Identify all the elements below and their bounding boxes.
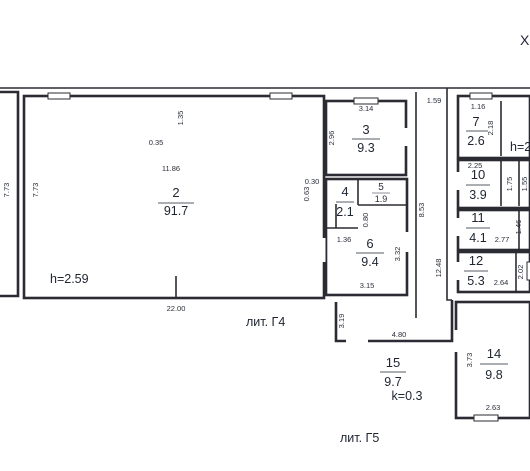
dim-2-02: 2.02 <box>516 265 525 280</box>
dim-3-32: 3.32 <box>393 247 402 262</box>
dim-22-00: 22.00 <box>167 304 186 313</box>
window-room2-top-left <box>47 92 71 100</box>
window-room14-bottom <box>473 414 499 422</box>
dim-3-19: 3.19 <box>337 314 346 329</box>
dim-1-59: 1.59 <box>427 96 442 105</box>
window-room12-right <box>526 261 530 281</box>
dim-0-35: 0.35 <box>149 138 164 147</box>
window-room7-top <box>469 92 493 100</box>
room-10-number: 10 <box>471 167 485 182</box>
dim-3-73: 3.73 <box>465 353 474 368</box>
room-3-area: 9.3 <box>357 141 374 155</box>
dim-0-63: 0.63 <box>302 187 311 202</box>
room-14-number: 14 <box>487 346 501 361</box>
dim-3-14: 3.14 <box>359 104 374 113</box>
room-6-area: 9.4 <box>361 255 378 269</box>
room-12-area: 5.3 <box>467 274 484 288</box>
walls <box>0 87 530 420</box>
room-5-number: 5 <box>378 182 384 193</box>
dim-3-15: 3.15 <box>360 281 375 290</box>
windows <box>47 92 530 422</box>
room-15-area: 9.7 <box>384 375 401 389</box>
corner-mark: X <box>520 32 530 48</box>
dim-2-64: 2.64 <box>494 278 509 287</box>
room-7-wall <box>456 94 530 160</box>
dim-4-80: 4.80 <box>392 330 407 339</box>
dim-2-77: 2.77 <box>495 235 510 244</box>
room-10-area: 3.9 <box>469 188 486 202</box>
coefficient-label: k=0.3 <box>392 389 423 403</box>
room-2-wall <box>22 94 326 300</box>
dim-0-30: 0.30 <box>305 177 320 186</box>
room-5-area: 1.9 <box>375 194 388 204</box>
dim-8-53: 8.53 <box>417 203 426 218</box>
room-15-number: 15 <box>386 355 400 370</box>
room-7-area: 2.6 <box>467 134 484 148</box>
room-11-area: 4.1 <box>469 231 486 245</box>
room-4-area: 2.1 <box>336 205 353 219</box>
lit-g5-label: лит. Г5 <box>340 431 379 445</box>
left-strip-wall <box>0 90 20 298</box>
window-room2-top-right <box>269 92 293 100</box>
dim-2-25: 2.25 <box>468 161 483 170</box>
room-12-number: 12 <box>469 253 483 268</box>
dim-12-48: 12.48 <box>434 259 443 278</box>
room-2-area: 91.7 <box>164 204 188 218</box>
dim-1-35: 1.35 <box>176 111 185 126</box>
room-labels: 2 91.7 3 9.3 4 2.1 5 1.9 6 9.4 7 2.6 10 … <box>158 114 508 389</box>
room-4-number: 4 <box>341 184 348 199</box>
room-7-number: 7 <box>472 114 479 129</box>
room-11-number: 11 <box>471 210 485 225</box>
corridor-right-wall <box>446 88 452 301</box>
dim-1-36: 1.36 <box>337 235 352 244</box>
height-label-right: h=2 <box>510 140 530 154</box>
dim-2-18: 2.18 <box>486 121 495 136</box>
room-14-area: 9.8 <box>485 368 502 382</box>
dim-1-46: 1.46 <box>514 220 523 235</box>
dim-11-86: 11.86 <box>162 164 180 173</box>
dim-7-73-left: 7.73 <box>2 183 11 198</box>
dimensions: 7.73 7.73 1.35 0.35 11.86 22.00 0.30 0.6… <box>2 96 529 412</box>
plan-labels: h=2.59 h=2 k=0.3 лит. Г4 лит. Г5 X <box>50 32 530 445</box>
dim-7-73-room2: 7.73 <box>31 183 40 198</box>
room-2-number: 2 <box>172 185 179 200</box>
room-3-number: 3 <box>362 122 369 137</box>
dim-1-16: 1.16 <box>471 102 486 111</box>
dim-0-80: 0.80 <box>361 213 370 228</box>
dim-1-55: 1.55 <box>520 177 529 192</box>
room-6-number: 6 <box>366 236 373 251</box>
room-15-wall <box>334 300 454 343</box>
dim-2-96: 2.96 <box>327 131 336 146</box>
doors <box>322 128 460 352</box>
height-label-main: h=2.59 <box>50 272 89 286</box>
lit-g4-label: лит. Г4 <box>246 315 285 329</box>
dim-2-63: 2.63 <box>486 403 501 412</box>
dim-1-75: 1.75 <box>505 177 514 192</box>
window-room3-top <box>353 97 379 105</box>
